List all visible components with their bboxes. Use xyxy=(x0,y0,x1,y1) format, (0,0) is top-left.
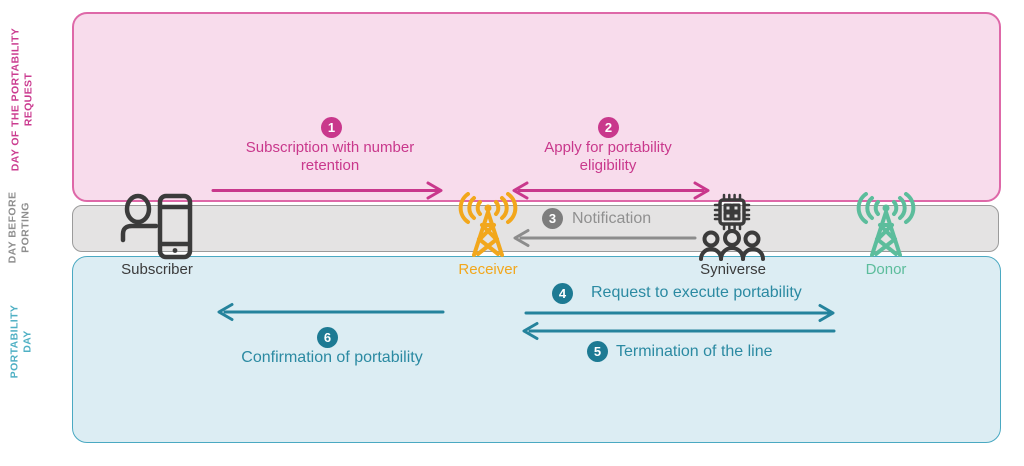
step-badge-1: 1 xyxy=(321,117,342,138)
step-badge-4: 4 xyxy=(552,283,573,304)
entity-label-receiver: Receiver xyxy=(458,261,518,278)
step-badge-3: 3 xyxy=(542,208,563,229)
step-badge-5: 5 xyxy=(587,341,608,362)
arrow-subscription-right xyxy=(211,181,443,200)
radio-tower-icon xyxy=(856,192,916,257)
entity-label-donor: Donor xyxy=(865,261,907,278)
step-label-subscription: Subscription with number retention xyxy=(245,139,415,174)
entity-label-syniverse: Syniverse xyxy=(700,261,766,278)
step-label-notification: Notification xyxy=(572,210,652,227)
step-label-eligibility: Apply for portability eligibility xyxy=(544,139,672,174)
step-label-confirmation: Confirmation of portability xyxy=(241,349,423,366)
step-label-execute: Request to execute portability xyxy=(591,284,802,301)
step-badge-6: 6 xyxy=(317,327,338,348)
chip-over-people-icon xyxy=(699,193,765,261)
arrow-termination-left xyxy=(522,322,836,340)
arrow-eligibility-bidirectional xyxy=(512,181,710,200)
lane-band-portability-request-day xyxy=(72,12,1001,202)
lane-band-portability-day xyxy=(72,256,1001,443)
arrow-notification-left xyxy=(513,229,697,247)
person-with-phone-icon xyxy=(120,193,193,260)
step-label-termination: Termination of the line xyxy=(616,343,773,360)
entity-label-subscriber: Subscriber xyxy=(121,261,193,278)
lane-band-day-before-porting xyxy=(72,205,999,252)
radio-tower-icon xyxy=(458,192,518,257)
step-badge-2: 2 xyxy=(598,117,619,138)
arrow-confirmation-left xyxy=(217,303,445,321)
arrow-execute-right xyxy=(524,304,835,322)
